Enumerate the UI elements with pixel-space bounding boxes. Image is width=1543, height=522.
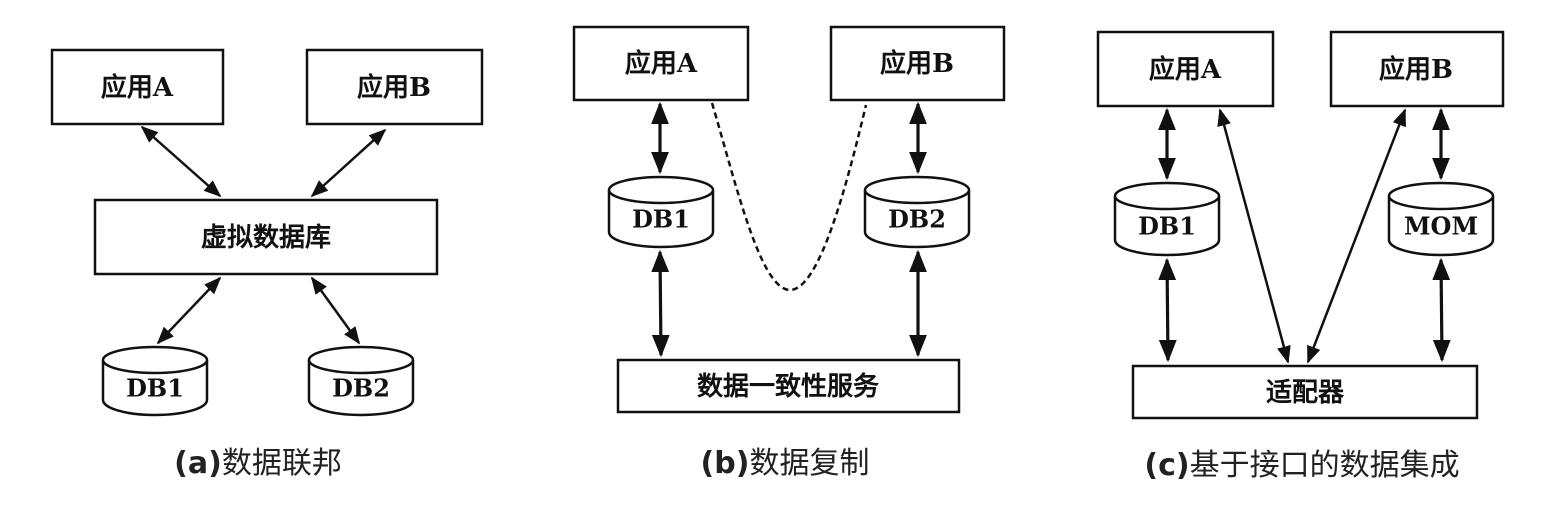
arrow-db1-to-service	[651, 249, 670, 358]
db1-cylinder: DB1	[101, 345, 209, 417]
arrow-app-a-to-vdb	[140, 125, 222, 198]
caption-a-letter: (a)	[174, 446, 222, 481]
arrow-app-a-to-adapter	[1217, 108, 1291, 364]
adapter-box: 适配器	[1131, 364, 1479, 420]
db2-cylinder: DB2	[863, 175, 971, 249]
arrow-app-b-to-vdb	[310, 128, 387, 198]
app-b-box: 应用B	[305, 48, 484, 126]
diagram-c-interface-integration: 应用A 应用B DB1 MOM 适配器 (c)基于接口的数据集成	[1096, 30, 1505, 483]
db1-label: DB1	[632, 205, 690, 234]
caption-c: (c)基于接口的数据集成	[1144, 448, 1459, 483]
app-b-label: 应用B	[357, 72, 431, 103]
arrow-vdb-to-db1	[156, 276, 222, 345]
app-b-label: 应用B	[880, 48, 954, 79]
caption-c-letter: (c)	[1144, 448, 1189, 483]
app-a-label: 应用A	[1149, 54, 1222, 85]
diagram-a-data-federation: 应用A 应用B 虚拟数据库 DB1 DB2 (a)数据联邦	[50, 48, 484, 481]
app-a-label: 应用A	[101, 72, 174, 103]
db1-cylinder: DB1	[1113, 181, 1221, 257]
app-a-box: 应用A	[572, 25, 750, 102]
consistency-service-box: 数据一致性服务	[616, 358, 961, 414]
app-b-box: 应用B	[829, 25, 1006, 102]
app-b-box: 应用B	[1329, 30, 1505, 108]
virtual-database-label: 虚拟数据库	[201, 223, 331, 253]
db2-label: DB2	[332, 374, 390, 403]
app-b-label: 应用B	[1379, 54, 1453, 85]
caption-a: (a)数据联邦	[174, 446, 342, 481]
virtual-database-box: 虚拟数据库	[93, 198, 439, 276]
app-a-box: 应用A	[50, 48, 225, 126]
diagram-b-data-replication: 应用A 应用B DB1 DB2 数据一致性服务 (b)数据复制	[572, 25, 1006, 481]
db1-cylinder: DB1	[607, 175, 715, 249]
arrow-db1-to-adapter	[1158, 257, 1177, 363]
caption-c-text: 基于接口的数据集成	[1190, 448, 1460, 483]
db1-label: DB1	[1138, 212, 1196, 241]
adapter-label: 适配器	[1266, 378, 1345, 408]
db1-label: DB1	[126, 374, 184, 403]
arrow-vdb-to-db2	[310, 276, 361, 345]
app-a-box: 应用A	[1096, 30, 1275, 108]
consistency-service-label: 数据一致性服务	[697, 371, 879, 402]
caption-b: (b)数据复制	[701, 446, 870, 481]
db2-cylinder: DB2	[307, 345, 415, 417]
mom-label: MOM	[1404, 212, 1478, 241]
caption-b-letter: (b)	[701, 446, 750, 481]
replication-dashed-link	[710, 102, 868, 292]
caption-b-text: 数据复制	[749, 446, 869, 481]
db2-label: DB2	[888, 205, 946, 234]
mom-cylinder: MOM	[1387, 181, 1495, 257]
arrow-mom-to-adapter	[1432, 257, 1451, 363]
arrow-app-b-to-adapter	[1306, 108, 1407, 364]
caption-a-text: 数据联邦	[222, 446, 342, 481]
app-a-label: 应用A	[625, 48, 698, 79]
